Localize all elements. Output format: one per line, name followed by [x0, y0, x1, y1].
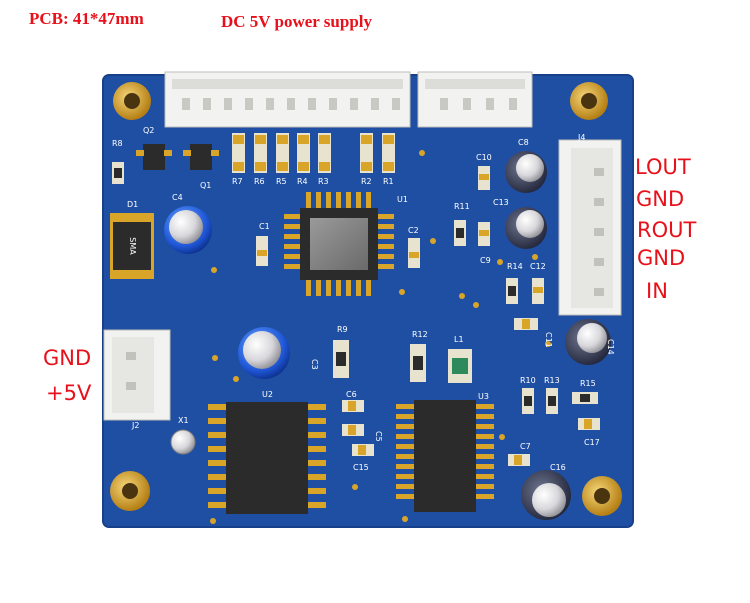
- svg-text:C9: C9: [480, 256, 491, 265]
- capacitor-c16: [521, 470, 571, 520]
- svg-text:U1: U1: [397, 195, 408, 204]
- svg-text:R3: R3: [318, 177, 329, 186]
- inductor-l1: [448, 349, 472, 383]
- svg-text:L1: L1: [454, 335, 464, 344]
- mounting-hole-tr: [570, 82, 608, 120]
- diode-d1: SMA: [110, 213, 154, 279]
- svg-text:C16: C16: [550, 463, 566, 472]
- power-supply-label: DC 5V power supply: [221, 12, 372, 31]
- svg-text:C8: C8: [518, 138, 529, 147]
- pcb-size-label: PCB: 41*47mm: [29, 9, 144, 28]
- capacitor-c8: [505, 151, 547, 193]
- transistor-q2: [136, 144, 172, 170]
- mounting-hole-tl: [113, 82, 151, 120]
- silkscreen-labels: R8 Q2 Q1 D1 C4 R7 R6 R5 R4 R3 R2 R1 U1 C…: [112, 126, 615, 472]
- svg-text:R4: R4: [297, 177, 308, 186]
- chip-u1: [284, 192, 394, 296]
- chip-u3: [396, 400, 494, 512]
- svg-text:C11: C11: [544, 332, 553, 348]
- svg-text:J2: J2: [131, 421, 139, 430]
- svg-text:C15: C15: [353, 463, 369, 472]
- svg-text:C12: C12: [530, 262, 546, 271]
- capacitor-c4: [164, 206, 212, 254]
- left-connector-j2: [103, 329, 171, 421]
- svg-text:C17: C17: [584, 438, 600, 447]
- svg-text:SMA: SMA: [128, 237, 137, 255]
- svg-text:C3: C3: [310, 359, 319, 370]
- svg-text:R9: R9: [337, 325, 348, 334]
- svg-text:R2: R2: [361, 177, 372, 186]
- svg-text:R8: R8: [112, 139, 123, 148]
- chip-u2: [208, 402, 326, 514]
- capacitor-c13: [505, 207, 547, 249]
- capacitor-c14: [565, 319, 611, 365]
- svg-text:R10: R10: [520, 376, 536, 385]
- svg-text:D1: D1: [127, 200, 138, 209]
- svg-text:R13: R13: [544, 376, 560, 385]
- svg-text:C13: C13: [493, 198, 509, 207]
- top-connector-large: [164, 71, 411, 128]
- svg-text:R5: R5: [276, 177, 287, 186]
- svg-text:R6: R6: [254, 177, 265, 186]
- svg-text:R7: R7: [232, 177, 243, 186]
- label-rout: ROUT: [637, 218, 697, 242]
- svg-text:C4: C4: [172, 193, 183, 202]
- svg-text:C7: C7: [520, 442, 531, 451]
- svg-text:R15: R15: [580, 379, 596, 388]
- capacitor-c3: [238, 327, 290, 379]
- label-lout: LOUT: [635, 155, 691, 179]
- right-connector-j4: [558, 139, 622, 316]
- label-plus-5v: +5V: [46, 381, 92, 405]
- svg-text:C2: C2: [408, 226, 419, 235]
- label-gnd-2: GND: [637, 246, 686, 270]
- svg-text:R14: R14: [507, 262, 523, 271]
- svg-text:C1: C1: [259, 222, 270, 231]
- svg-text:C6: C6: [346, 390, 357, 399]
- svg-text:R1: R1: [383, 177, 394, 186]
- svg-text:X1: X1: [178, 416, 189, 425]
- mounting-hole-bl: [110, 471, 150, 511]
- svg-text:Q1: Q1: [200, 181, 211, 190]
- svg-text:J4: J4: [577, 133, 585, 142]
- mounting-hole-br: [582, 476, 622, 516]
- label-gnd-power: GND: [43, 346, 92, 370]
- label-in: IN: [646, 279, 668, 303]
- svg-text:Q2: Q2: [143, 126, 154, 135]
- svg-text:C14: C14: [606, 339, 615, 355]
- svg-text:U3: U3: [478, 392, 489, 401]
- svg-text:R12: R12: [412, 330, 428, 339]
- transistor-q1: [183, 144, 219, 170]
- label-gnd-1: GND: [636, 187, 685, 211]
- svg-text:C5: C5: [374, 431, 383, 442]
- svg-text:U2: U2: [262, 390, 273, 399]
- svg-text:R11: R11: [454, 202, 470, 211]
- svg-text:C10: C10: [476, 153, 492, 162]
- top-connector-small: [417, 71, 533, 128]
- crystal-x1: [170, 429, 196, 455]
